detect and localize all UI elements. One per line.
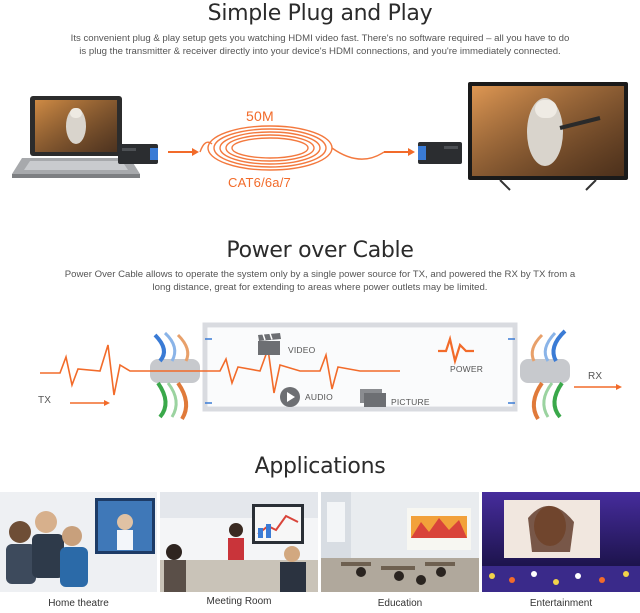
power-over-cable-diagram: TX RX VIDEO AUDIO PICTURE POWER (0, 305, 640, 445)
power-over-cable-description: Power Over Cable allows to operate the s… (64, 269, 576, 293)
entertainment-image (482, 492, 640, 592)
application-label-home-theatre: Home theatre (48, 598, 109, 609)
power-icon (438, 334, 474, 366)
arrow-right-icon (168, 148, 199, 156)
picture-label: PICTURE (391, 397, 430, 407)
rx-label: RX (588, 371, 603, 382)
monitor-icon (468, 82, 628, 191)
arrow-right-icon (70, 400, 110, 406)
coiled-cable-icon (199, 125, 385, 171)
arrow-right-icon (574, 384, 622, 390)
audio-play-icon (280, 387, 300, 407)
plug-play-description: Its convenient plug & play setup gets yo… (70, 33, 570, 57)
cable-wires-left-icon (150, 331, 200, 421)
video-label: VIDEO (288, 345, 316, 355)
cable-wires-right-icon (520, 329, 570, 421)
power-over-cable-title: Power over Cable (226, 238, 414, 263)
signal-waveform (40, 344, 400, 396)
audio-label: AUDIO (305, 392, 333, 402)
receiver-icon (418, 142, 462, 164)
meeting-room-image (160, 492, 318, 592)
education-image (321, 492, 479, 592)
laptop-icon (12, 96, 140, 178)
tx-label: TX (38, 395, 52, 406)
home-theatre-image (0, 492, 157, 592)
application-label-meeting-room: Meeting Room (206, 596, 272, 607)
transmitter-icon (118, 144, 158, 164)
picture-icon (360, 389, 386, 407)
cable-type-label: CAT6/6a/7 (228, 175, 291, 190)
plug-play-svg (12, 82, 628, 191)
application-label-entertainment: Entertainment (529, 598, 593, 609)
video-clapper-icon (258, 333, 281, 355)
power-label: POWER (450, 364, 484, 374)
distance-label: 50M (246, 108, 274, 124)
power-diagram-svg (40, 322, 622, 421)
applications-title: Applications (254, 454, 386, 479)
plug-play-title: Simple Plug and Play (207, 1, 433, 26)
plug-play-illustration: 50M CAT6/6a/7 (0, 78, 640, 198)
application-label-education: Education (377, 598, 423, 609)
arrow-right-icon (384, 148, 415, 156)
